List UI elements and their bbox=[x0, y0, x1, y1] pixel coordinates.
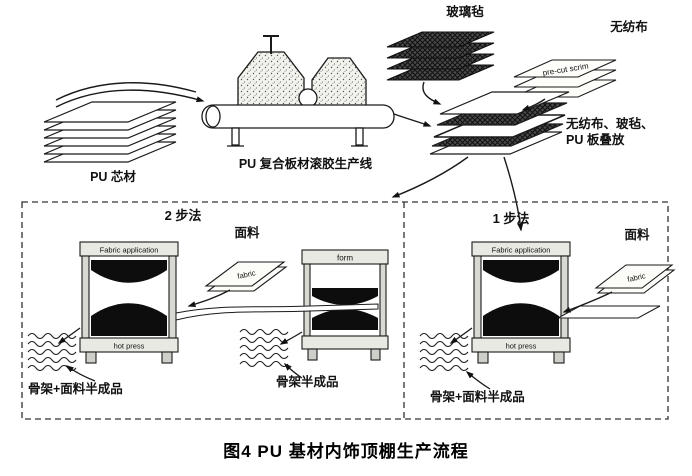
frame-fabric-semi-label-left: 骨架+面料半成品 bbox=[28, 382, 123, 396]
nonwoven-label: 无纺布 bbox=[610, 20, 648, 34]
arrow-label-mid-to-squiggle bbox=[283, 362, 303, 379]
form-text: form bbox=[337, 254, 353, 263]
bottom-flow-arrows bbox=[57, 327, 491, 390]
arrow-press-left-to-squiggle bbox=[57, 327, 81, 344]
arrow-machine-to-stack bbox=[393, 113, 432, 127]
semi-product-squiggle-right bbox=[419, 332, 469, 372]
transfer-sheet bbox=[175, 303, 379, 321]
fabric-text-right: fabric bbox=[627, 271, 647, 284]
glass-mat-label: 玻璃毡 bbox=[446, 5, 484, 19]
frame-semi-label: 骨架半成品 bbox=[276, 375, 339, 389]
pu-core-label: PU 芯材 bbox=[90, 170, 136, 184]
arrow-press-right-to-squiggle bbox=[449, 327, 473, 344]
glue-roller-machine bbox=[201, 35, 395, 147]
press-fabric-right: Fabric application hot press bbox=[471, 241, 571, 364]
feed-arrow bbox=[55, 82, 205, 108]
press-form: form bbox=[301, 249, 389, 361]
fabric-application-text-right: Fabric application bbox=[492, 246, 551, 255]
frame-fabric-semi-label-right: 骨架+面料半成品 bbox=[430, 390, 525, 404]
fabric-sheet-right: fabric bbox=[594, 264, 676, 294]
fabric-text-left: fabric bbox=[237, 268, 257, 281]
two-step-label: 2 步法 bbox=[164, 208, 202, 223]
arrow-label-left-to-squiggle bbox=[65, 365, 96, 382]
semi-product-squiggle-left bbox=[27, 332, 77, 372]
arrow-fabric-right-to-press bbox=[562, 291, 613, 313]
glass-mat-stack bbox=[386, 31, 495, 81]
arrow-glassmat-to-stack bbox=[422, 81, 442, 105]
output-sheet-right bbox=[557, 305, 661, 319]
arrow-scrim-to-stack bbox=[521, 98, 546, 111]
composite-stack-label: 无纺布、玻毡、 PU 板叠放 bbox=[566, 117, 654, 147]
arrow-stack-to-one-step bbox=[503, 156, 524, 232]
arrow-stack-to-two-step bbox=[391, 156, 469, 198]
one-step-label: 1 步法 bbox=[492, 211, 530, 226]
hot-press-text-left: hot press bbox=[114, 342, 145, 351]
glue-line-label: PU 复合板材滚胶生产线 bbox=[238, 157, 373, 171]
fabric-sheet-left: fabric bbox=[204, 261, 288, 292]
arrow-fabric-left-to-press bbox=[187, 289, 231, 307]
fabric-label-right: 面料 bbox=[624, 228, 650, 242]
top-flow-arrows bbox=[391, 81, 546, 232]
nip-roller bbox=[298, 88, 318, 108]
arrow-label-right-to-squiggle bbox=[465, 371, 491, 390]
fabric-application-text-left: Fabric application bbox=[100, 246, 159, 255]
figure-caption: 图4 PU 基材内饰顶棚生产流程 bbox=[223, 442, 469, 461]
semi-product-squiggle-middle bbox=[239, 328, 289, 368]
pu-core-stack bbox=[43, 101, 177, 163]
composite-stack bbox=[429, 91, 570, 155]
process-boxes bbox=[21, 201, 669, 420]
press-fabric-left: Fabric application hot press bbox=[79, 241, 179, 364]
fabric-label-left: 面料 bbox=[234, 226, 260, 240]
arrow-form-to-squiggle bbox=[279, 331, 303, 345]
conveyor-roller bbox=[201, 104, 395, 129]
two-step-one-step-outline bbox=[21, 201, 669, 420]
hot-press-text-right: hot press bbox=[506, 342, 537, 351]
